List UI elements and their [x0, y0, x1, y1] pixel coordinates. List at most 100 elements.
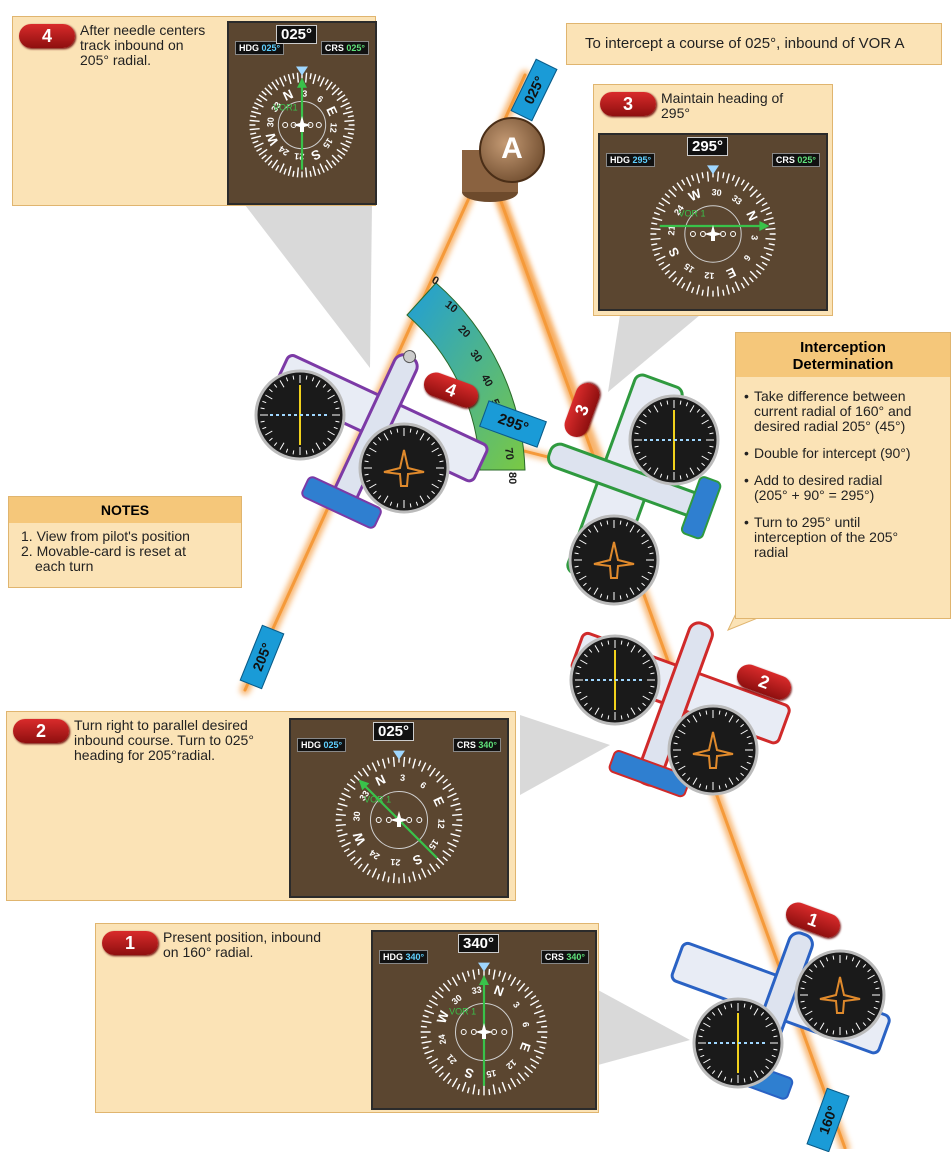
svg-text:S: S: [462, 1065, 476, 1082]
instrument-dial-icon: [794, 949, 886, 1041]
hsi-hdg-tag: HDG 025°: [297, 738, 347, 752]
svg-text:30: 30: [711, 187, 722, 198]
svg-text:N: N: [281, 86, 296, 104]
svg-text:21: 21: [294, 151, 305, 162]
vor-source-label: VOR 1: [449, 1006, 476, 1016]
lubber-line-icon: [478, 962, 490, 972]
hsi-hdg-tag: HDG 340°: [379, 950, 429, 964]
svg-text:W: W: [350, 829, 369, 847]
svg-text:15: 15: [682, 261, 696, 275]
objective-note: To intercept a course of 025°, inbound o…: [566, 23, 942, 65]
airplane-icon: [390, 811, 408, 827]
step-4-badge: 4: [19, 24, 75, 48]
vor-station-label: A: [501, 132, 523, 165]
svg-text:30: 30: [265, 117, 276, 128]
notes-box: NOTES 1. View from pilot's position 2. M…: [8, 496, 242, 588]
airplane-icon: [475, 1023, 493, 1039]
svg-text:30: 30: [450, 993, 464, 1007]
step-3-badge: 3: [600, 92, 656, 116]
lubber-line-icon: [707, 165, 719, 175]
svg-text:12: 12: [504, 1057, 518, 1071]
svg-text:S: S: [410, 851, 424, 868]
hsi-heading-readout: 025°: [373, 722, 415, 741]
svg-text:N: N: [492, 982, 506, 999]
protractor-tick-label: 30: [467, 348, 484, 365]
interception-step-2: Double for intercept (90°): [744, 446, 944, 462]
svg-text:N: N: [373, 771, 388, 789]
airplane-icon: [383, 449, 425, 487]
hsi-heading-readout: 295°: [687, 137, 729, 156]
svg-text:S: S: [309, 146, 323, 163]
notes-title: NOTES: [9, 497, 241, 523]
note-2-cont: each turn: [35, 558, 94, 574]
hsi-crs-tag: CRS 340°: [452, 738, 501, 752]
svg-text:15: 15: [486, 1068, 498, 1080]
protractor-tick-label: 80: [506, 472, 518, 484]
note-2: 2. Movable-card is reset at: [21, 543, 186, 559]
notes-list: 1. View from pilot's position 2. Movable…: [21, 529, 190, 574]
hsi-crs-tag: CRS 025°: [771, 153, 820, 167]
protractor-tick-label: 10: [443, 299, 460, 316]
svg-text:3: 3: [511, 1000, 522, 1010]
svg-text:15: 15: [321, 136, 335, 150]
airplane-icon: [293, 116, 311, 132]
svg-text:24: 24: [368, 848, 382, 862]
hsi-crs-tag: CRS 340°: [540, 950, 589, 964]
interception-title: Interception Determination: [736, 333, 950, 377]
svg-text:W: W: [262, 130, 281, 148]
vor-source-label: VOR 1: [364, 794, 391, 804]
airplane-icon: [692, 731, 734, 769]
instrument-dial-icon: [667, 704, 759, 796]
protractor-tick-label: 70: [502, 447, 515, 461]
svg-text:24: 24: [436, 1034, 448, 1046]
hsi-hdg-tag: HDG 295°: [606, 153, 656, 167]
svg-text:3: 3: [302, 88, 308, 98]
svg-text:6: 6: [418, 780, 428, 791]
airplane-icon: [593, 541, 635, 579]
vor-station-a: [462, 117, 545, 202]
svg-text:24: 24: [277, 144, 291, 158]
vor-source-label: VOR 1: [679, 208, 706, 218]
svg-text:6: 6: [520, 1021, 531, 1028]
instrument-dial-icon: [358, 422, 450, 514]
svg-text:12: 12: [328, 122, 339, 133]
svg-text:6: 6: [315, 94, 325, 105]
svg-text:33: 33: [269, 100, 283, 114]
svg-text:W: W: [686, 185, 704, 204]
lubber-line-icon: [296, 66, 308, 76]
callout-pointer-3: [608, 315, 700, 392]
svg-text:24: 24: [672, 203, 686, 217]
instrument-dial-icon: [568, 514, 660, 606]
hsi-heading-readout: 340°: [458, 934, 500, 953]
svg-text:S: S: [665, 245, 682, 259]
hsi-hdg-tag: HDG 025°: [235, 41, 285, 55]
svg-text:15: 15: [427, 837, 441, 851]
svg-text:12: 12: [436, 818, 447, 829]
protractor-tick-label: 0: [430, 274, 441, 287]
svg-text:21: 21: [445, 1052, 459, 1066]
svg-text:33: 33: [471, 984, 483, 996]
step-1-badge: 1: [102, 931, 158, 955]
airplane-icon: [819, 976, 861, 1014]
step-2-badge: 2: [13, 719, 69, 743]
svg-text:33: 33: [357, 789, 371, 803]
svg-text:E: E: [517, 1040, 534, 1054]
airplane-icon: [704, 225, 722, 241]
svg-text:6: 6: [742, 253, 753, 263]
lubber-line-icon: [393, 750, 405, 760]
